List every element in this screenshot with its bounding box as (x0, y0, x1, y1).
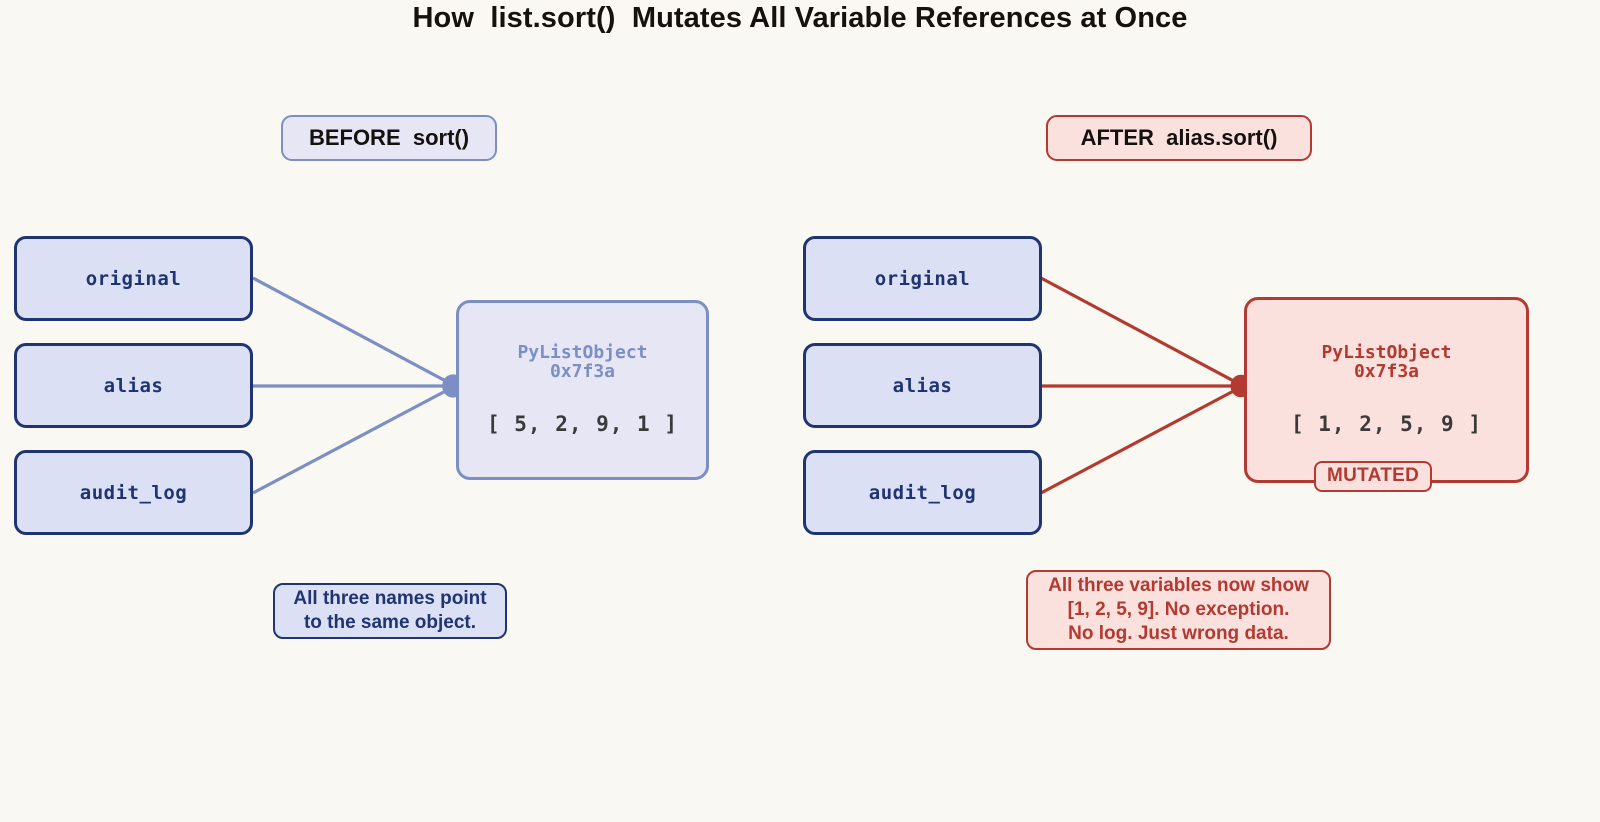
phase-badge-after: AFTER alias.sort() (1046, 115, 1312, 161)
var-box-before-audit-log[interactable]: audit_log (14, 450, 253, 535)
caption-before: All three names point to the same object… (273, 583, 507, 639)
object-title-before: PyListObject 0x7f3a (517, 342, 648, 382)
arrow-before-original (252, 276, 464, 396)
var-box-before-original[interactable]: original (14, 236, 253, 321)
page-title: How list.sort() Mutates All Variable Ref… (412, 2, 1188, 34)
var-box-after-alias[interactable]: alias (803, 343, 1042, 428)
phase-badge-before: BEFORE sort() (281, 115, 497, 161)
arrow-before-audit-log (252, 376, 464, 495)
status-badge-mutated: MUTATED (1314, 461, 1433, 492)
object-box-before[interactable]: PyListObject 0x7f3a [ 5, 2, 9, 1 ] (456, 300, 709, 480)
object-values-after: [ 1, 2, 5, 9 ] (1290, 411, 1482, 436)
caption-after: All three variables now show [1, 2, 5, 9… (1026, 570, 1331, 650)
var-box-after-original[interactable]: original (803, 236, 1042, 321)
object-box-after[interactable]: PyListObject 0x7f3a [ 1, 2, 5, 9 ] (1244, 297, 1529, 483)
var-box-after-audit-log[interactable]: audit_log (803, 450, 1042, 535)
arrow-after-original (1040, 276, 1252, 396)
arrow-after-audit-log (1040, 376, 1252, 495)
object-values-before: [ 5, 2, 9, 1 ] (486, 411, 678, 436)
var-box-before-alias[interactable]: alias (14, 343, 253, 428)
object-title-after: PyListObject 0x7f3a (1321, 342, 1452, 382)
